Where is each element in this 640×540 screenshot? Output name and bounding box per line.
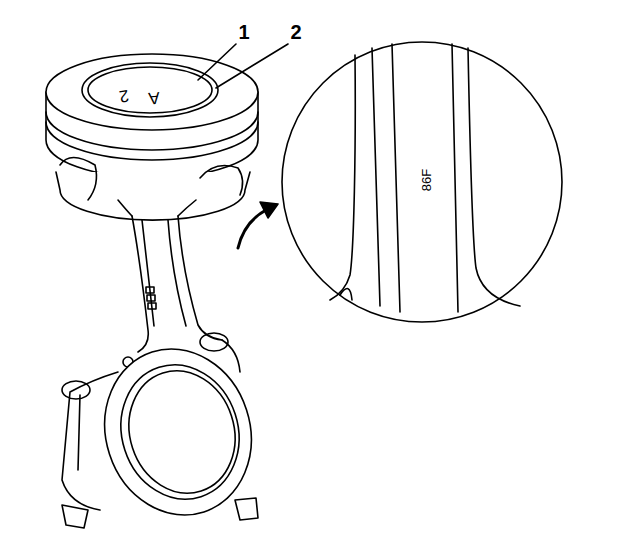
big-end <box>62 330 272 534</box>
detail-circle <box>282 42 562 322</box>
rod-code: 86F <box>420 169 433 191</box>
detail-rod-lines <box>330 44 520 312</box>
crown-mark: A <box>148 89 161 107</box>
piston <box>46 54 258 220</box>
connecting-rod <box>123 216 222 367</box>
callout-number: 2 <box>290 22 301 42</box>
arrow-head <box>260 202 278 218</box>
leader-line <box>216 44 288 88</box>
callout-number: 1 <box>238 22 249 42</box>
callout-arrow <box>238 210 266 248</box>
leader-line <box>198 44 236 80</box>
